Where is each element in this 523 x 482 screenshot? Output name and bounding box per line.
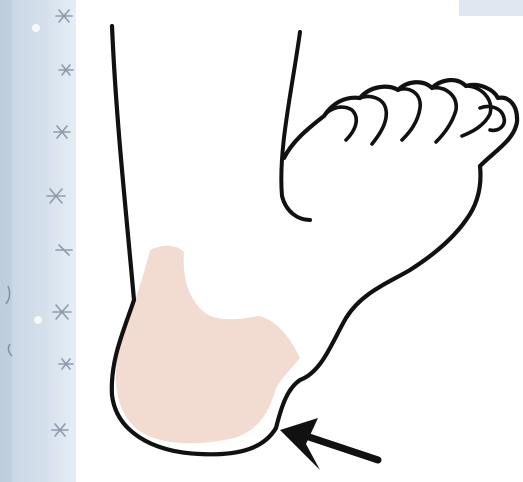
heel-highlight-icon (116, 246, 300, 444)
pointer-arrow-icon (280, 418, 378, 470)
shin-line-icon (281, 32, 310, 220)
toes-icon (324, 86, 504, 144)
